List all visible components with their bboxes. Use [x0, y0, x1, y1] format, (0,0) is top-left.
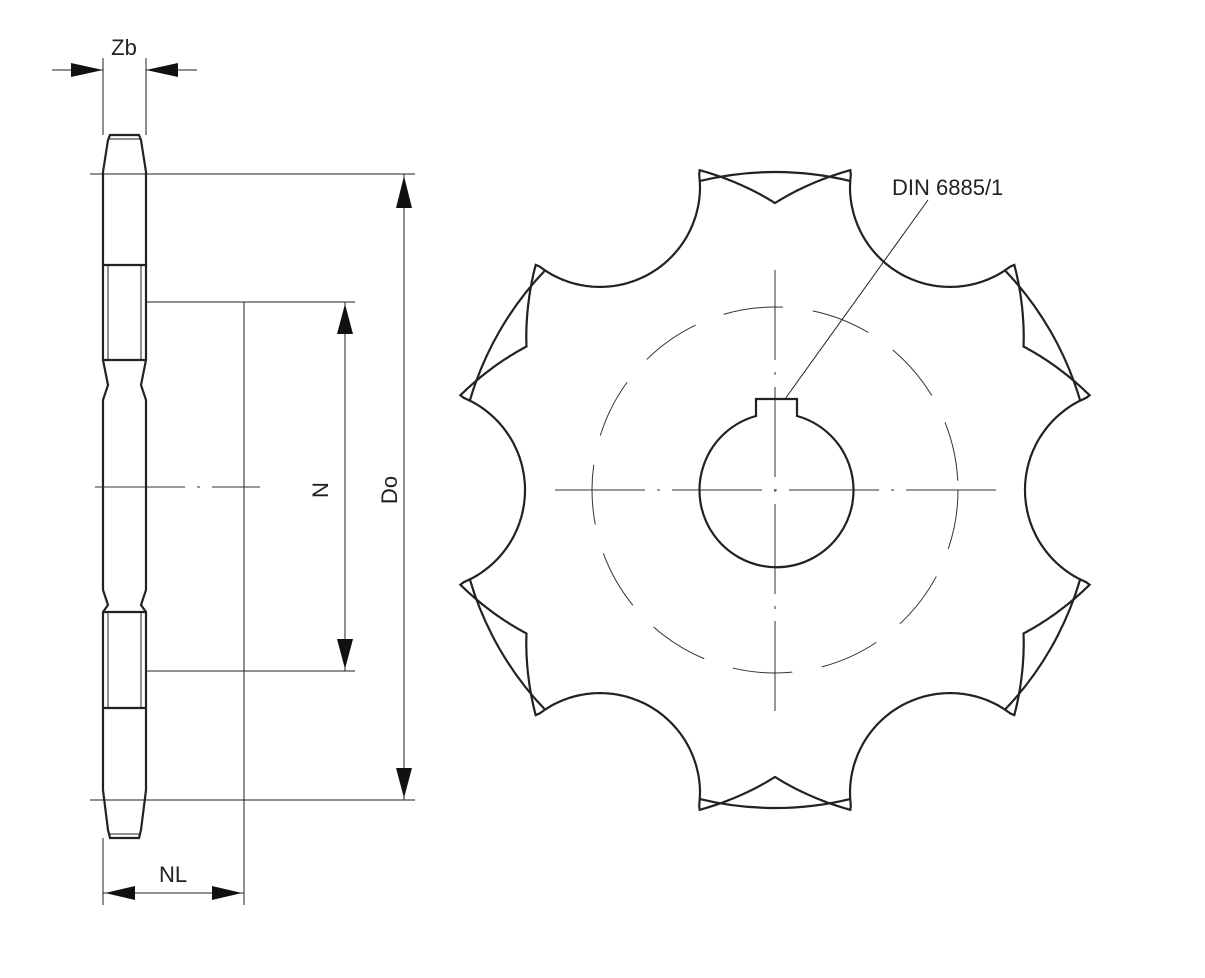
bore-with-keyway: [698, 397, 855, 569]
keyway-standard-label: DIN 6885/1: [892, 175, 1003, 200]
side-view: Zb Do N NL: [52, 35, 415, 905]
tooth-face-line: [468, 578, 547, 711]
tooth-face-line: [699, 170, 851, 183]
tooth-face-line: [468, 269, 547, 402]
side-plate-outline: [101, 133, 148, 840]
n-label: N: [308, 482, 333, 498]
keyway-leader-line: [784, 199, 929, 400]
front-view: DIN 6885/1: [458, 168, 1092, 812]
do-label: Do: [377, 476, 402, 504]
tooth-face-line: [1003, 269, 1082, 402]
sprocket-outline: [458, 168, 1092, 812]
nl-label: NL: [159, 862, 187, 887]
zb-label: Zb: [111, 35, 137, 60]
tooth-face-line: [699, 797, 851, 810]
tooth-face-line: [1003, 578, 1082, 711]
tooth-faces: [468, 170, 1082, 810]
